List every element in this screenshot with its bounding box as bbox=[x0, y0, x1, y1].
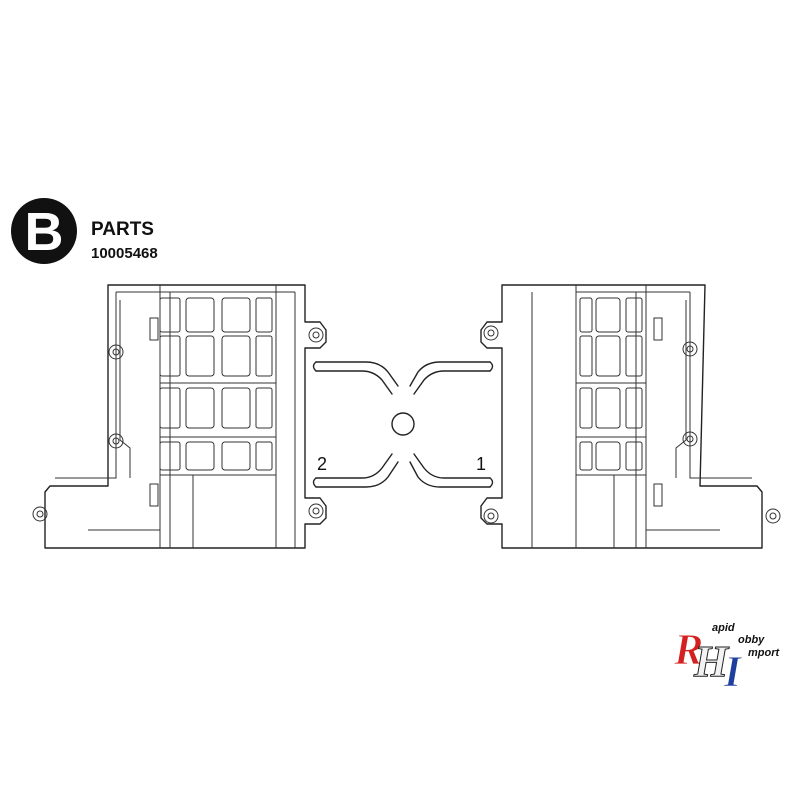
logo-word-rapid: apid bbox=[712, 622, 735, 634]
logo-letter-i: I bbox=[723, 647, 743, 696]
left-side-panel-part bbox=[32, 284, 327, 549]
part-number-1: 1 bbox=[476, 454, 486, 474]
sprue-runner bbox=[312, 361, 494, 488]
part-number-2: 2 bbox=[317, 454, 327, 474]
logo-word-hobby: obby bbox=[738, 634, 765, 646]
right-side-panel-part bbox=[480, 284, 781, 549]
left-grid bbox=[159, 297, 276, 471]
sprue-hub bbox=[391, 412, 415, 436]
parts-header: B PARTS 10005468 bbox=[11, 198, 158, 264]
logo-word-import: mport bbox=[748, 647, 781, 659]
rhi-logo: R H I apid obby mport bbox=[673, 622, 781, 697]
left-screw-holes bbox=[32, 327, 324, 522]
badge-circle bbox=[11, 198, 77, 264]
part-code: 10005468 bbox=[91, 245, 158, 262]
badge-letter: B bbox=[25, 202, 64, 262]
logo-letter-h: H bbox=[693, 637, 730, 686]
parts-title: PARTS bbox=[91, 219, 154, 240]
right-grid bbox=[576, 297, 646, 471]
logo-letter-r: R bbox=[673, 625, 703, 674]
right-screw-holes bbox=[483, 325, 781, 524]
